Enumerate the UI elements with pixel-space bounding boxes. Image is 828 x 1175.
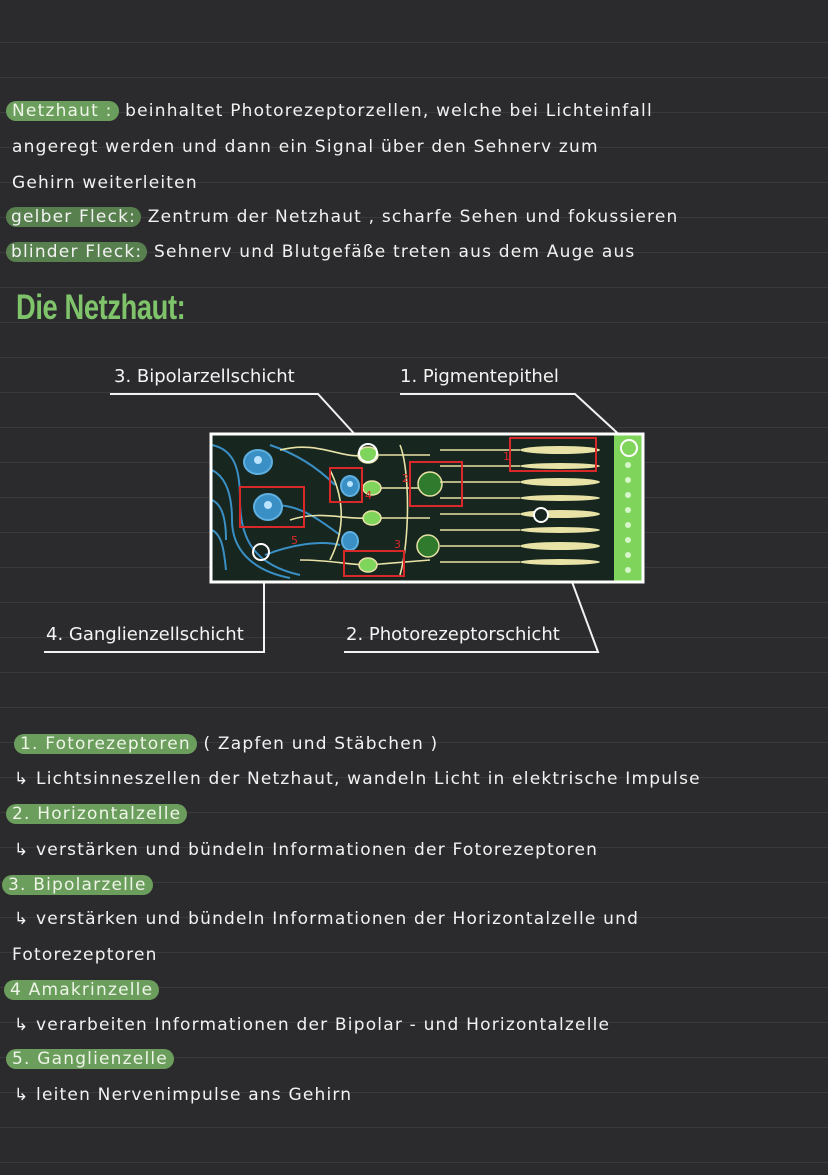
text-blinder-fleck: Sehnerv und Blutgefäße treten aus dem Au… [153, 242, 636, 262]
item1-description: ↳ Lichtsinneszellen der Netzhaut, wandel… [14, 769, 701, 789]
label-ganglienzellschicht: 4. Ganglienzellschicht [46, 624, 244, 645]
item3-description: ↳ verstärken und bündeln Informationen d… [14, 909, 640, 929]
highlight-boxes [239, 437, 597, 577]
list-item-1: 1. Fotorezeptoren ( Zapfen und Stäbchen … [14, 734, 438, 754]
definition-gelber-fleck: gelber Fleck: Zentrum der Netzhaut , sch… [6, 207, 679, 227]
item4-description: ↳ verarbeiten Informationen der Bipolar … [14, 1015, 611, 1035]
definition-blinder-fleck: blinder Fleck: Sehnerv und Blutgefäße tr… [6, 242, 635, 262]
item5-description: ↳ leiten Nervenimpulse ans Gehirn [14, 1085, 353, 1105]
term-ganglienzelle: 5. Ganglienzelle [6, 1049, 174, 1069]
list-item-2: 2. Horizontalzelle [6, 804, 188, 824]
term-gelber-fleck: gelber Fleck: [6, 207, 142, 227]
page-heading: Die Netzhaut: [16, 288, 186, 327]
definition-netzhaut: Netzhaut : beinhaltet Photorezeptorzelle… [6, 101, 653, 121]
term-fotorezeptoren: 1. Fotorezeptoren [14, 734, 197, 754]
term-netzhaut: Netzhaut : [6, 101, 119, 121]
list-item-5: 5. Ganglienzelle [6, 1049, 174, 1069]
diagram-frame [209, 432, 645, 584]
term-bipolarzelle: 3. Bipolarzelle [2, 875, 153, 895]
list-item-3: 3. Bipolarzelle [2, 875, 153, 895]
term-amakrinzelle: 4 Amakrinzelle [4, 980, 160, 1000]
text-netzhaut-line3: Gehirn weiterleiten [12, 173, 198, 193]
box-number-4: 4 [365, 489, 372, 502]
text-netzhaut-line2: angeregt werden und dann ein Signal über… [12, 137, 599, 157]
term-blinder-fleck: blinder Fleck: [6, 242, 148, 262]
label-photorezeptorschicht: 2. Photorezeptorschicht [346, 624, 560, 645]
text-gelber-fleck: Zentrum der Netzhaut , scharfe Sehen und… [147, 207, 679, 227]
label-pigmentepithel: 1. Pigmentepithel [400, 366, 559, 387]
leader-lines [44, 393, 626, 653]
box-number-3: 3 [394, 538, 401, 551]
term-horizontalzelle: 2. Horizontalzelle [6, 804, 188, 824]
item2-description: ↳ verstärken und bündeln Informationen d… [14, 840, 599, 860]
item3-description-cont: Fotorezeptoren [12, 945, 158, 965]
item1-extra: ( Zapfen und Stäbchen ) [203, 734, 439, 754]
box-number-5: 5 [291, 534, 298, 547]
list-item-4: 4 Amakrinzelle [4, 980, 160, 1000]
box-number-1: 1 [503, 450, 510, 463]
retina-tissue [212, 435, 642, 581]
text-netzhaut-line1: beinhaltet Photorezeptorzellen, welche b… [125, 101, 653, 121]
label-bipolarzellschicht: 3. Bipolarzellschicht [114, 366, 295, 387]
box-number-2: 2 [402, 472, 409, 485]
